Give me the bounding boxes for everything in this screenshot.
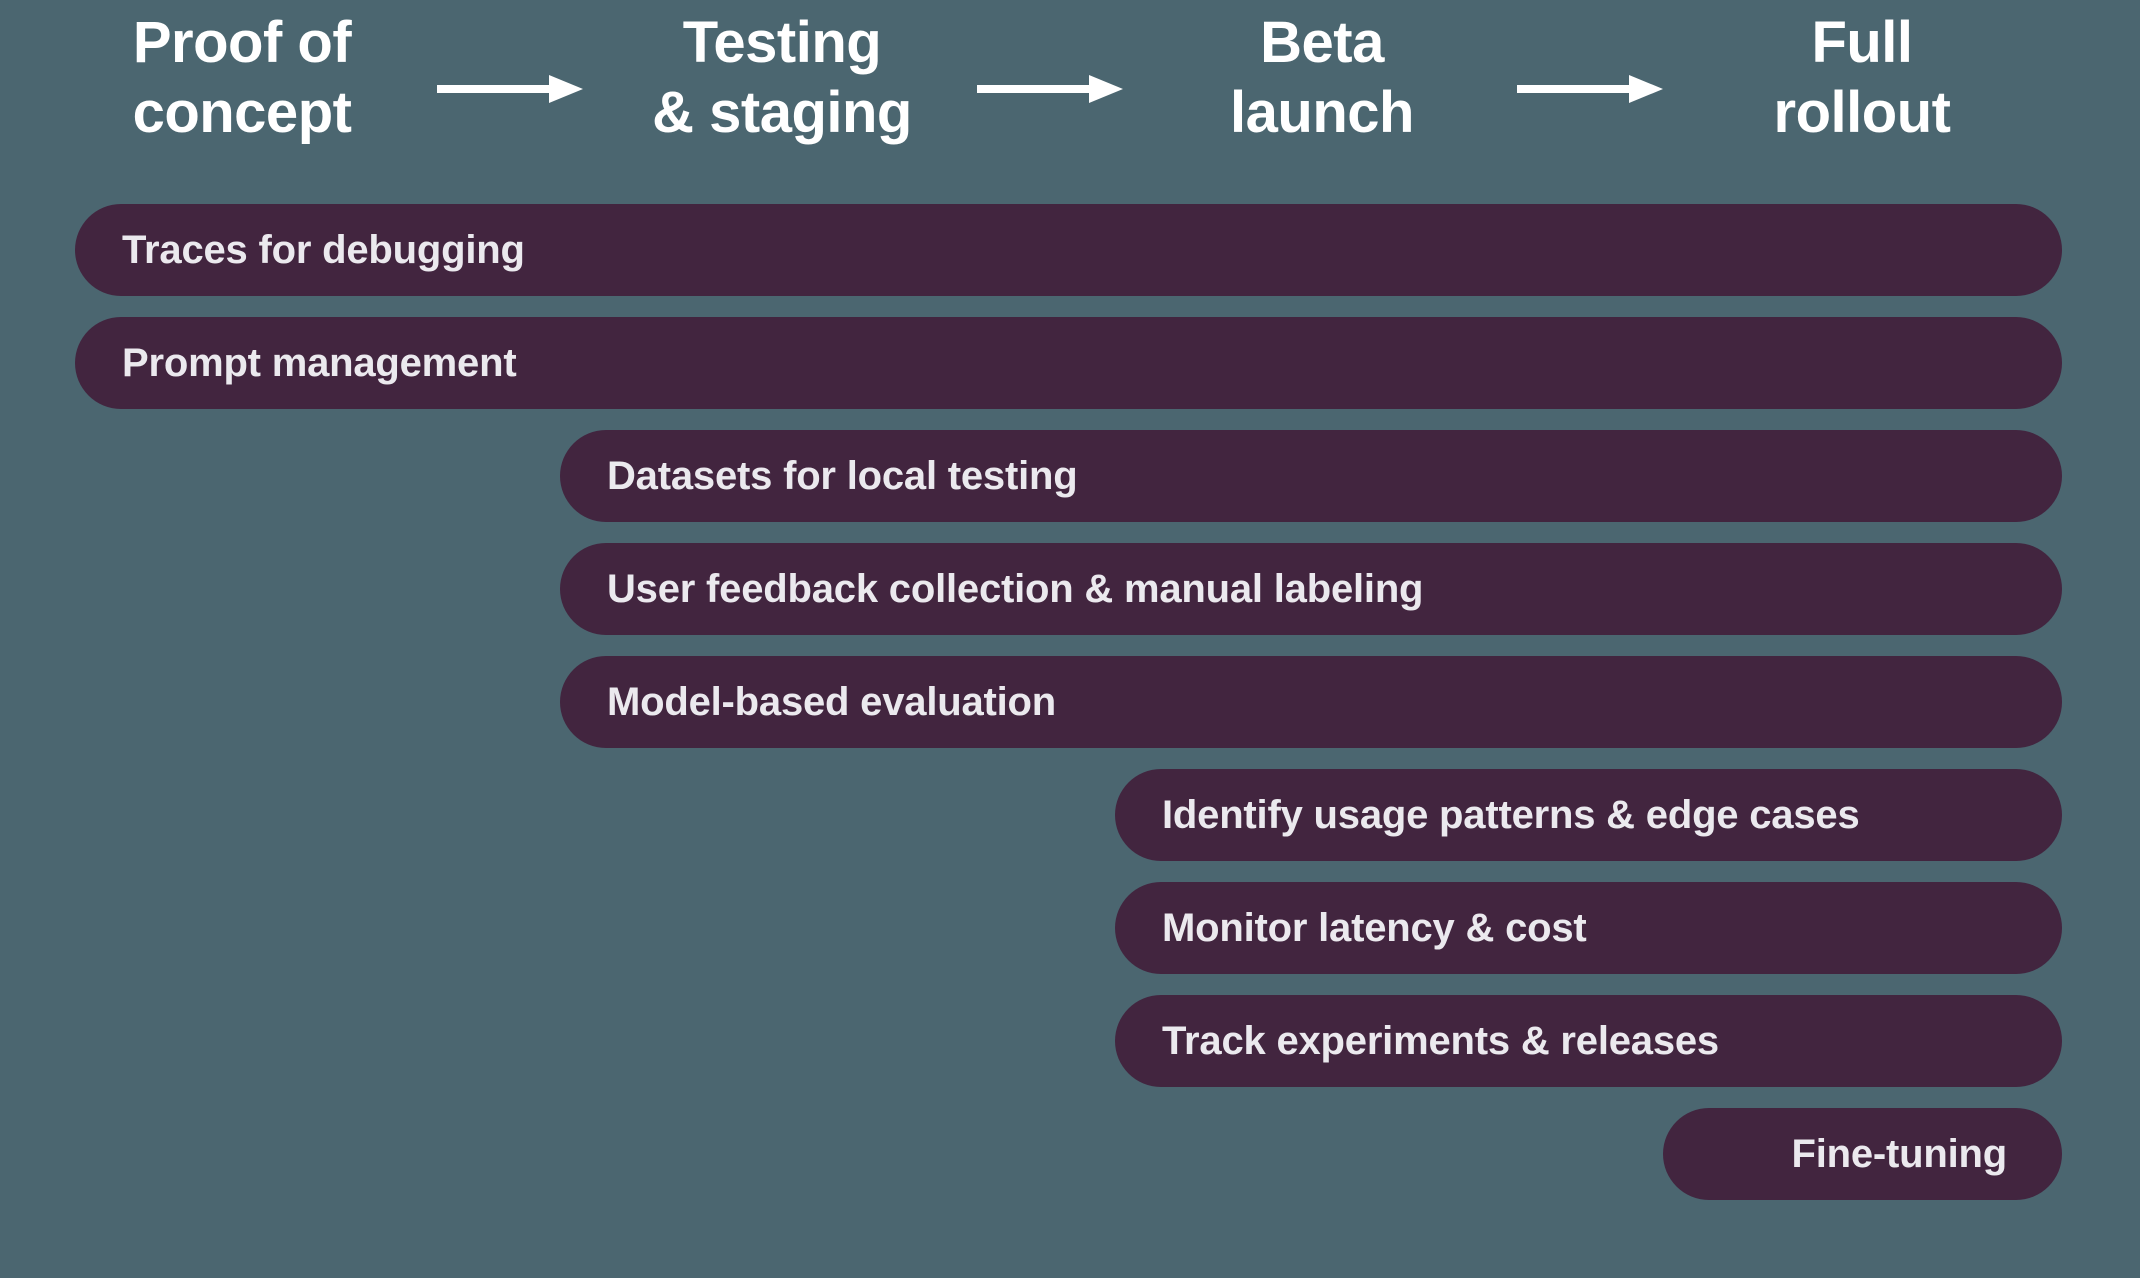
capability-bar[interactable]: Identify usage patterns & edge cases xyxy=(1115,769,2062,861)
phase-label-4: Full rollout xyxy=(1773,10,1951,145)
capability-bar[interactable]: Traces for debugging xyxy=(75,204,2062,296)
capability-bar-label: Prompt management xyxy=(122,341,517,385)
phase-label-3: Beta launch xyxy=(1230,10,1414,145)
capability-bar-label: Traces for debugging xyxy=(122,228,525,272)
capability-bar[interactable]: Datasets for local testing xyxy=(560,430,2062,522)
capability-bar[interactable]: User feedback collection & manual labeli… xyxy=(560,543,2062,635)
capability-bar-label: Identify usage patterns & edge cases xyxy=(1162,793,1860,837)
capability-bar-label: Track experiments & releases xyxy=(1162,1019,1719,1063)
phase-label-2: Testing & staging xyxy=(652,10,912,145)
capability-bar-label: User feedback collection & manual labeli… xyxy=(607,567,1424,611)
arrow-beta-to-rollout-icon xyxy=(1517,74,1667,104)
phase-label-1: Proof of concept xyxy=(132,10,352,145)
capability-bar[interactable]: Monitor latency & cost xyxy=(1115,882,2062,974)
arrow-testing-to-beta-icon xyxy=(977,74,1127,104)
capability-bar-label: Fine-tuning xyxy=(1791,1132,2007,1176)
capability-bar[interactable]: Model-based evaluation xyxy=(560,656,2062,748)
capability-bar-label: Model-based evaluation xyxy=(607,680,1057,724)
capability-bar[interactable]: Fine-tuning xyxy=(1663,1108,2062,1200)
capability-bar[interactable]: Track experiments & releases xyxy=(1115,995,2062,1087)
capability-bar-label: Monitor latency & cost xyxy=(1162,906,1587,950)
phase-header-row: Proof of concept Testing & staging Beta la… xyxy=(0,0,2140,145)
arrow-poc-to-testing-icon xyxy=(437,74,587,104)
capability-bar-label: Datasets for local testing xyxy=(607,454,1078,498)
capability-bar[interactable]: Prompt management xyxy=(75,317,2062,409)
